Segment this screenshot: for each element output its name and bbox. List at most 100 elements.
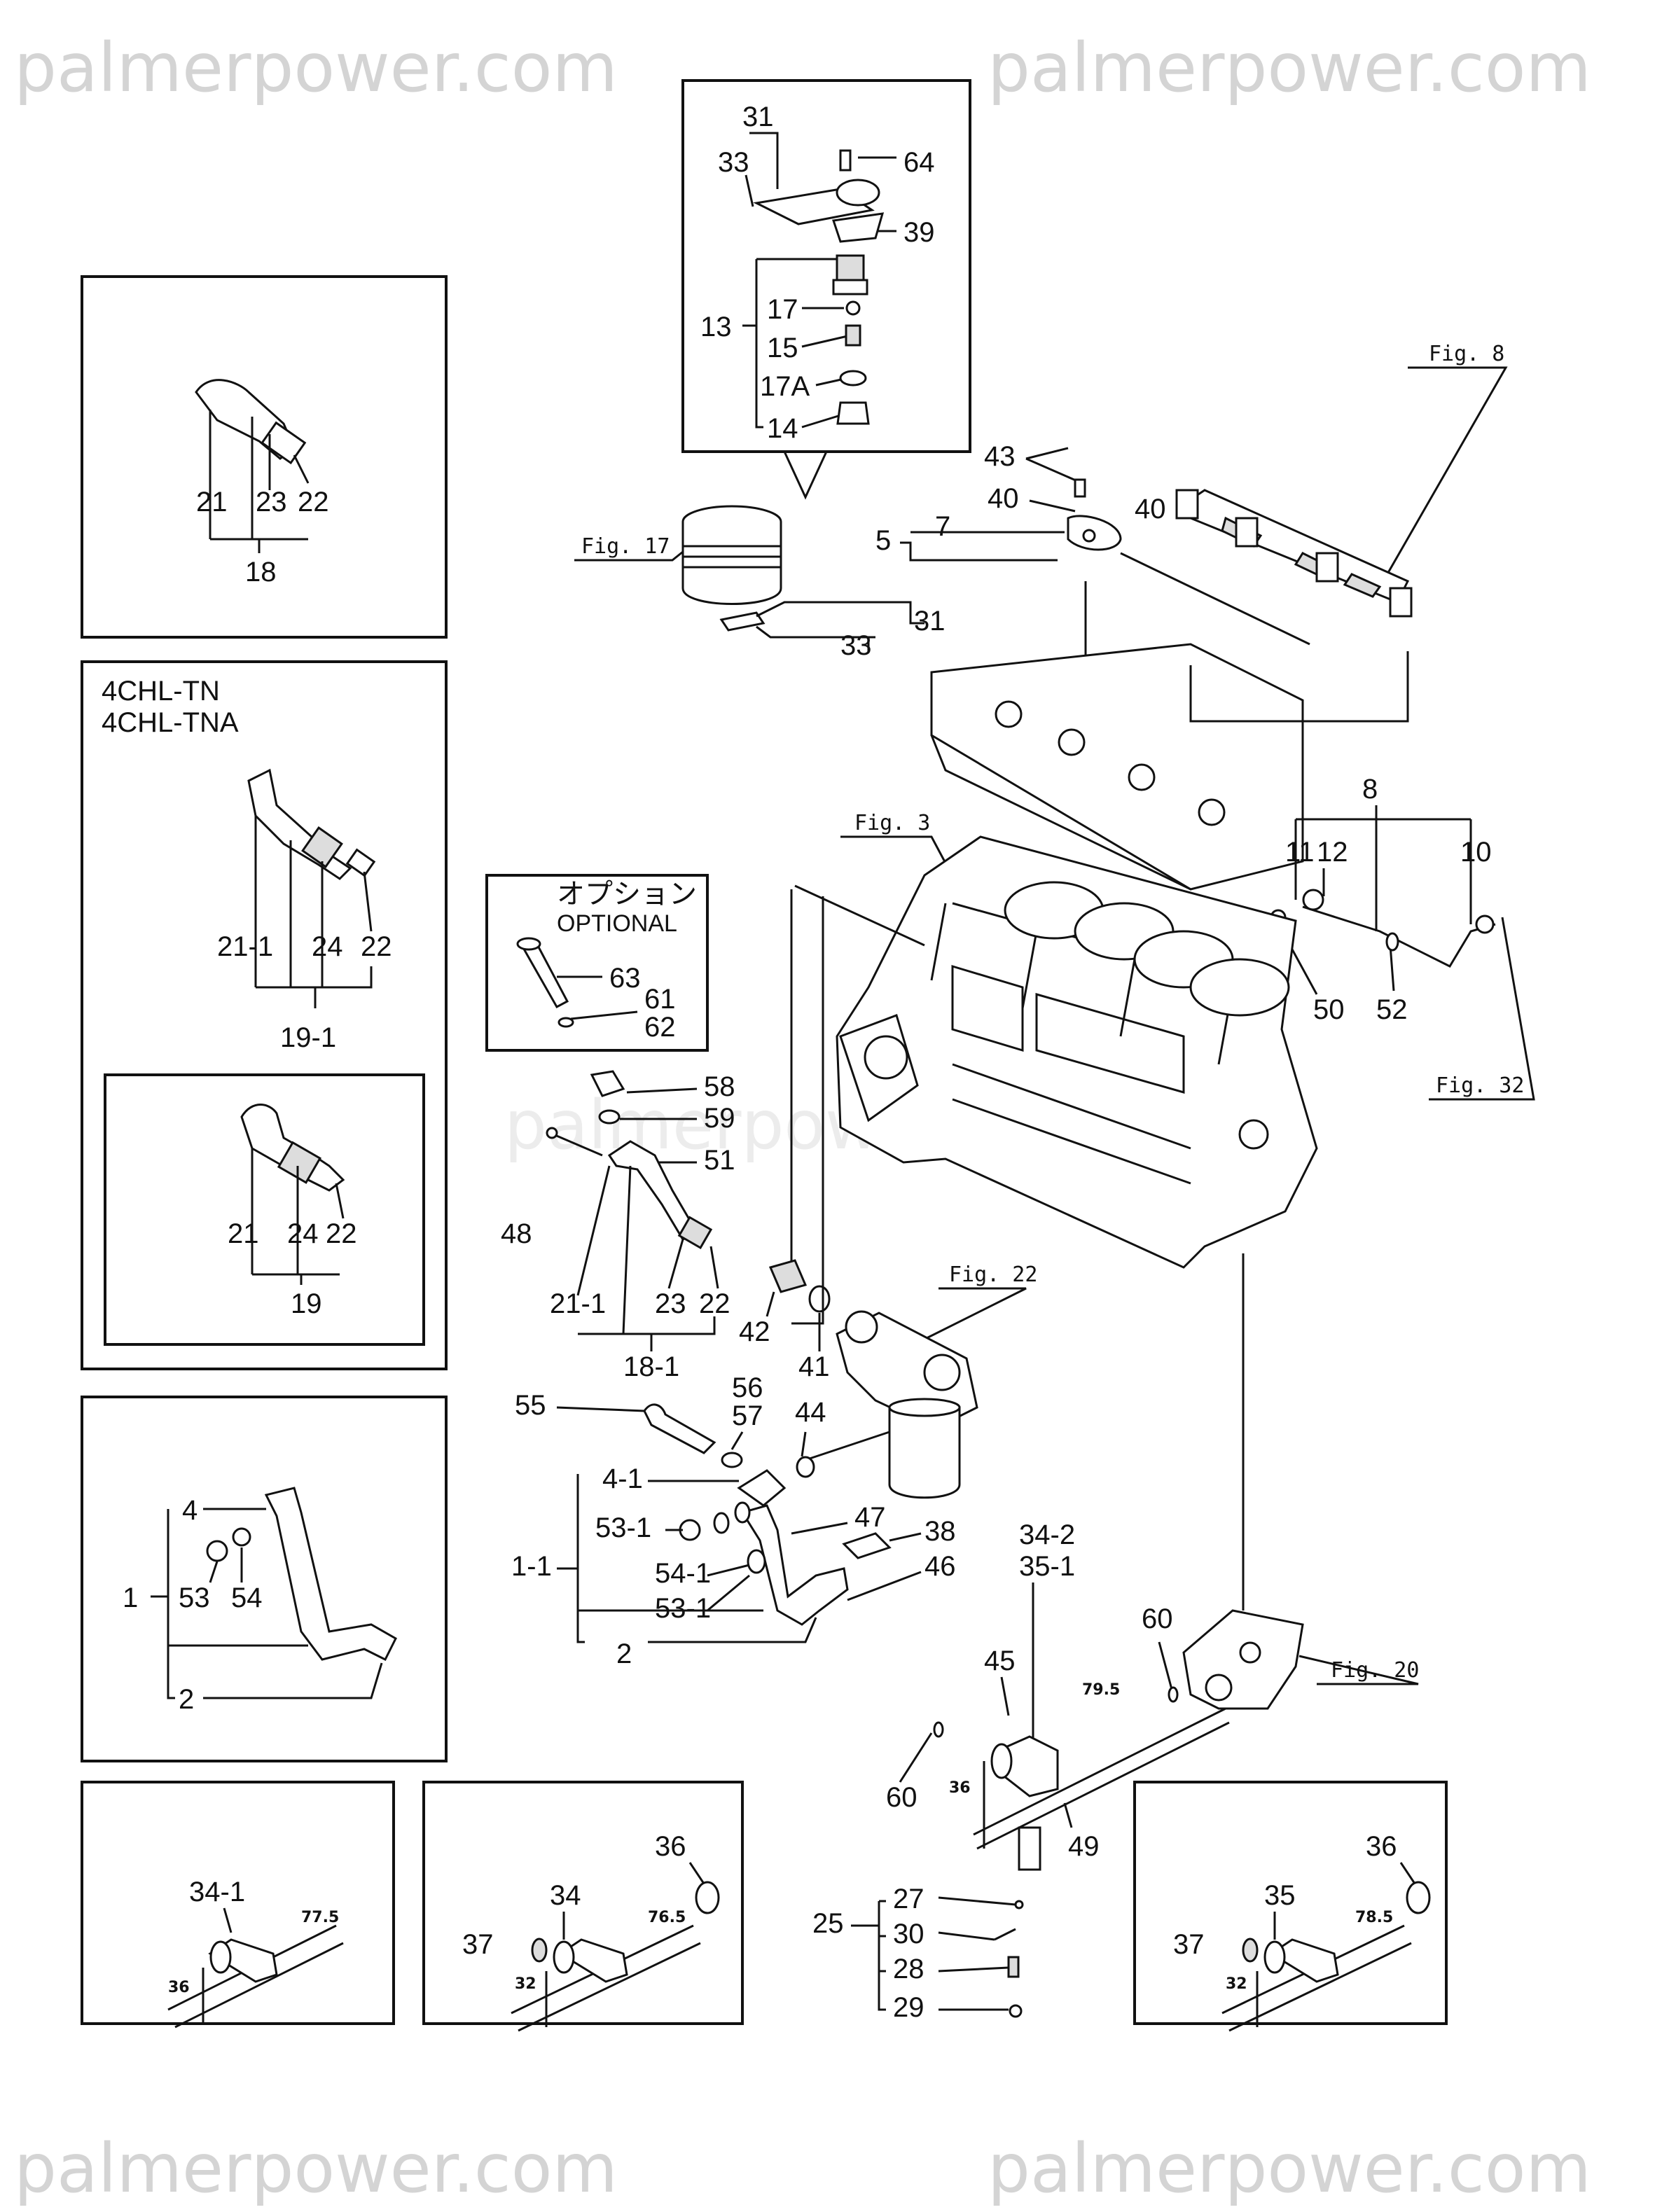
label-17: 17 bbox=[767, 294, 798, 325]
label-34: 34 bbox=[550, 1880, 581, 1911]
label-42: 42 bbox=[739, 1316, 770, 1347]
dim-36-main: 36 bbox=[949, 1779, 971, 1797]
label-33: 33 bbox=[718, 147, 749, 178]
label-31-piston: 31 bbox=[914, 606, 946, 637]
label-8: 8 bbox=[1362, 774, 1378, 805]
label-36-c: 36 bbox=[1366, 1831, 1397, 1862]
pipe-8: 8 11 12 10 50 52 bbox=[1270, 774, 1496, 1025]
label-18: 18 bbox=[245, 557, 277, 587]
bracket-assembly: 34-2 35-1 45 60 60 49 79.5 36 25 27 30 2… bbox=[812, 1519, 1304, 2023]
fig-3-ref: Fig. 3 bbox=[854, 811, 930, 835]
label-10: 10 bbox=[1460, 837, 1492, 868]
label-28: 28 bbox=[893, 1954, 924, 1984]
label-50: 50 bbox=[1313, 994, 1345, 1025]
label-22-main: 22 bbox=[699, 1288, 730, 1319]
oil-filter: 56 57 55 44 4-1 53-1 47 38 1-1 54-1 53-1… bbox=[511, 1310, 978, 1669]
cylinder-block bbox=[790, 835, 1318, 1611]
label-11: 11 bbox=[1285, 837, 1315, 868]
label-39: 39 bbox=[903, 217, 935, 248]
label-52: 52 bbox=[1376, 994, 1408, 1025]
label-18-1: 18-1 bbox=[623, 1351, 679, 1382]
label-61: 61 bbox=[644, 984, 676, 1015]
rocker-assembly: 43 40 5 7 40 bbox=[875, 441, 1413, 891]
label-22: 22 bbox=[298, 487, 329, 517]
inset-dim-c: 36 35 37 78.5 32 bbox=[1133, 1781, 1448, 2032]
label-33-piston: 33 bbox=[840, 630, 872, 661]
label-60-b: 60 bbox=[886, 1782, 917, 1813]
label-38: 38 bbox=[924, 1516, 956, 1547]
label-55: 55 bbox=[515, 1390, 546, 1421]
label-56: 56 bbox=[732, 1372, 763, 1403]
watermark-top-left: palmerpower.com bbox=[14, 29, 618, 107]
label-47: 47 bbox=[854, 1502, 886, 1533]
label-49: 49 bbox=[1068, 1831, 1100, 1862]
label-57: 57 bbox=[732, 1400, 763, 1431]
label-37-b: 37 bbox=[462, 1929, 494, 1960]
inset-4chl-tn: 4CHL-TN 4CHL-TNA 21-1 24 22 19-1 21 24 2… bbox=[81, 660, 448, 1370]
label-19-1: 19-1 bbox=[280, 1022, 336, 1053]
label-2-main: 2 bbox=[616, 1639, 632, 1669]
label-40-a: 40 bbox=[988, 483, 1019, 514]
optional-title-jp: オプション bbox=[557, 879, 697, 910]
label-37-c: 37 bbox=[1173, 1929, 1205, 1960]
label-40-b: 40 bbox=[1135, 494, 1166, 524]
label-12: 12 bbox=[1317, 837, 1348, 868]
dim-32-b: 32 bbox=[515, 1975, 536, 1993]
label-1-1: 1-1 bbox=[511, 1551, 552, 1582]
label-21: 21 bbox=[196, 487, 228, 517]
label-30: 30 bbox=[893, 1919, 924, 1949]
inset-oil-jet: 31 33 64 39 13 17 15 17A 14 bbox=[681, 79, 971, 500]
inset-pipe-1: 4 1 53 54 2 bbox=[81, 1396, 448, 1762]
oil-line: 58 59 51 48 21-1 23 22 18-1 42 41 bbox=[501, 896, 831, 1382]
label-34-1: 34-1 bbox=[189, 1877, 245, 1907]
fig-22-ref: Fig. 22 bbox=[949, 1262, 1037, 1287]
fig-17-ref: Fig. 17 bbox=[581, 534, 670, 559]
label-35: 35 bbox=[1264, 1880, 1296, 1911]
label-59: 59 bbox=[704, 1103, 735, 1134]
label-21-tn: 21 bbox=[228, 1218, 259, 1249]
label-64: 64 bbox=[903, 147, 935, 178]
tn-title-2: 4CHL-TNA bbox=[102, 707, 239, 738]
label-35-1: 35-1 bbox=[1019, 1551, 1075, 1582]
label-5: 5 bbox=[875, 525, 891, 556]
label-23: 23 bbox=[256, 487, 287, 517]
optional-title-en: OPTIONAL bbox=[557, 910, 677, 937]
fig-20-ref: Fig. 20 bbox=[1331, 1658, 1419, 1683]
label-48: 48 bbox=[501, 1218, 532, 1249]
label-13: 13 bbox=[700, 312, 732, 342]
optional-box: オプション OPTIONAL 63 61 62 bbox=[485, 874, 709, 1052]
label-7: 7 bbox=[935, 511, 950, 542]
label-17a: 17A bbox=[760, 371, 810, 402]
inset-dim-a: 34-1 77.5 36 bbox=[81, 1781, 395, 2029]
inset-pipe-18: 21 23 22 18 bbox=[81, 275, 448, 639]
label-14: 14 bbox=[767, 413, 798, 444]
dim-78-5: 78.5 bbox=[1355, 1909, 1393, 1926]
label-31: 31 bbox=[742, 102, 774, 132]
label-1: 1 bbox=[123, 1583, 138, 1613]
label-22-tn-sub: 22 bbox=[326, 1218, 357, 1249]
label-46: 46 bbox=[924, 1551, 956, 1582]
figure-refs: Fig. 8 Fig. 17 Fig. 3 Fig. 32 Fig. 22 Fi… bbox=[574, 342, 1535, 1685]
piston: 31 33 bbox=[681, 505, 946, 661]
label-19: 19 bbox=[291, 1288, 322, 1319]
label-15: 15 bbox=[767, 333, 798, 363]
label-23-main: 23 bbox=[655, 1288, 686, 1319]
inset-dim-b: 36 34 37 76.5 32 bbox=[422, 1781, 744, 2032]
tn-title-1: 4CHL-TN bbox=[102, 676, 220, 707]
label-51: 51 bbox=[704, 1145, 735, 1176]
dim-32-c: 32 bbox=[1226, 1975, 1247, 1993]
label-53-1-b: 53-1 bbox=[655, 1593, 711, 1624]
watermark-bottom-right: palmerpower.com bbox=[988, 2129, 1591, 2208]
label-25: 25 bbox=[812, 1908, 844, 1939]
label-41: 41 bbox=[798, 1351, 830, 1382]
dim-76-5: 76.5 bbox=[648, 1909, 686, 1926]
label-54: 54 bbox=[231, 1583, 263, 1613]
label-24: 24 bbox=[312, 931, 343, 962]
label-24-tn: 24 bbox=[287, 1218, 319, 1249]
label-2: 2 bbox=[179, 1684, 194, 1715]
label-43: 43 bbox=[984, 441, 1016, 472]
label-44: 44 bbox=[795, 1397, 826, 1428]
label-53: 53 bbox=[179, 1583, 210, 1613]
label-53-1-a: 53-1 bbox=[595, 1512, 651, 1543]
